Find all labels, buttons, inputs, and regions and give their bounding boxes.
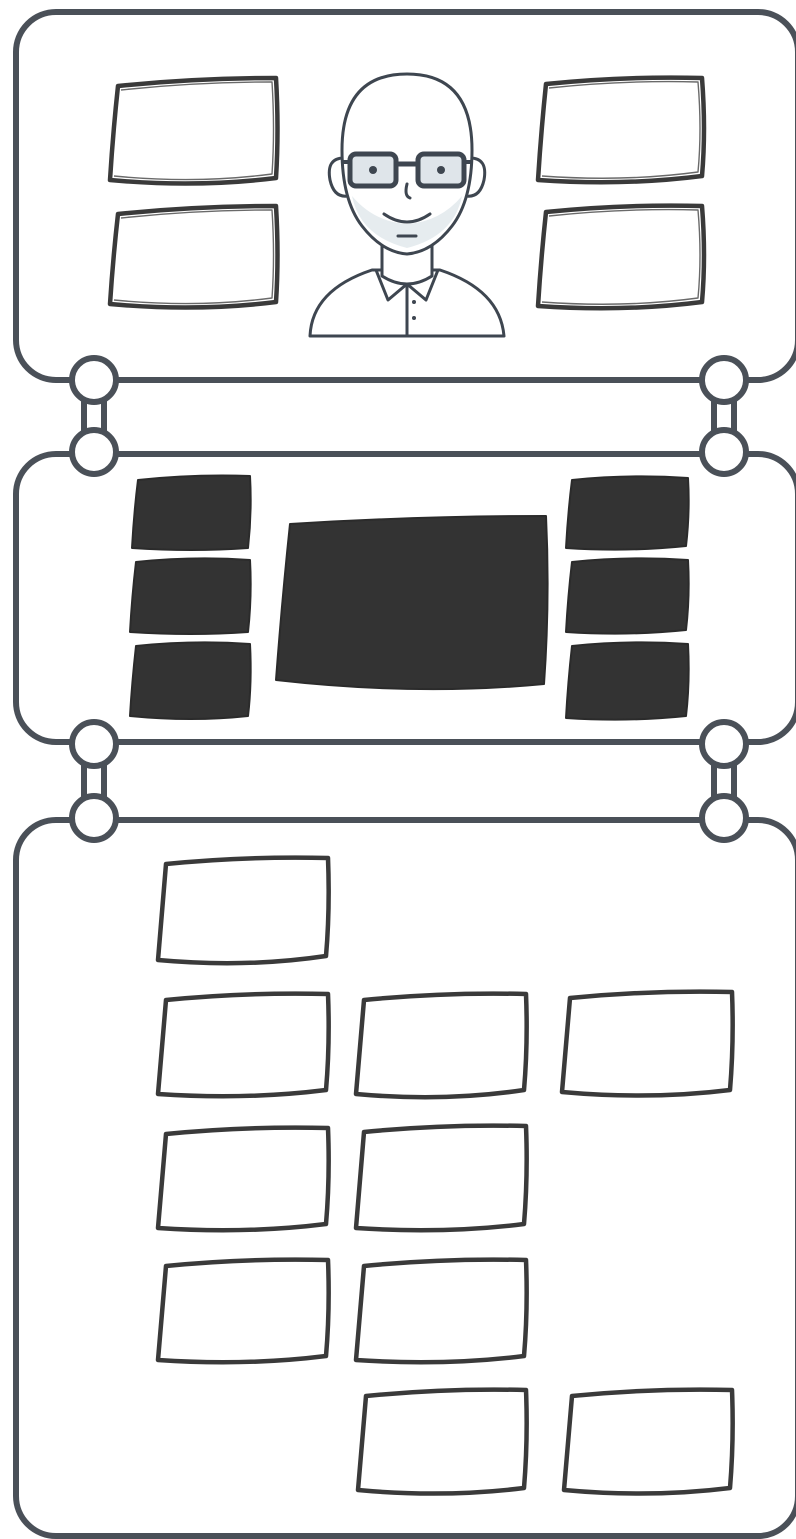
knob [72,796,116,840]
filled-card [130,558,251,634]
sketch-card [538,206,704,309]
knob [702,430,746,474]
knob [72,430,116,474]
knob [702,796,746,840]
sketch-card [110,206,278,308]
knob [702,722,746,766]
knob [72,722,116,766]
sketch-card [356,1260,527,1363]
filled-card [566,642,689,719]
filled-card [130,642,251,719]
sketch-card [158,1260,329,1363]
filled-card [566,558,689,633]
filled-card [566,476,689,549]
sketch-card [158,858,329,964]
sketch-card [356,1126,527,1231]
sketch-card [110,78,278,184]
sketch-card [562,992,733,1096]
sketch-card [358,1390,527,1494]
knob [702,358,746,402]
filled-card [276,516,548,689]
sketch-card [158,994,329,1097]
sketch-card [564,1390,733,1494]
knob [72,358,116,402]
sketch-card [356,994,527,1098]
sketch-card [158,1128,329,1231]
filled-card [132,476,251,551]
sketch-card [538,78,704,183]
